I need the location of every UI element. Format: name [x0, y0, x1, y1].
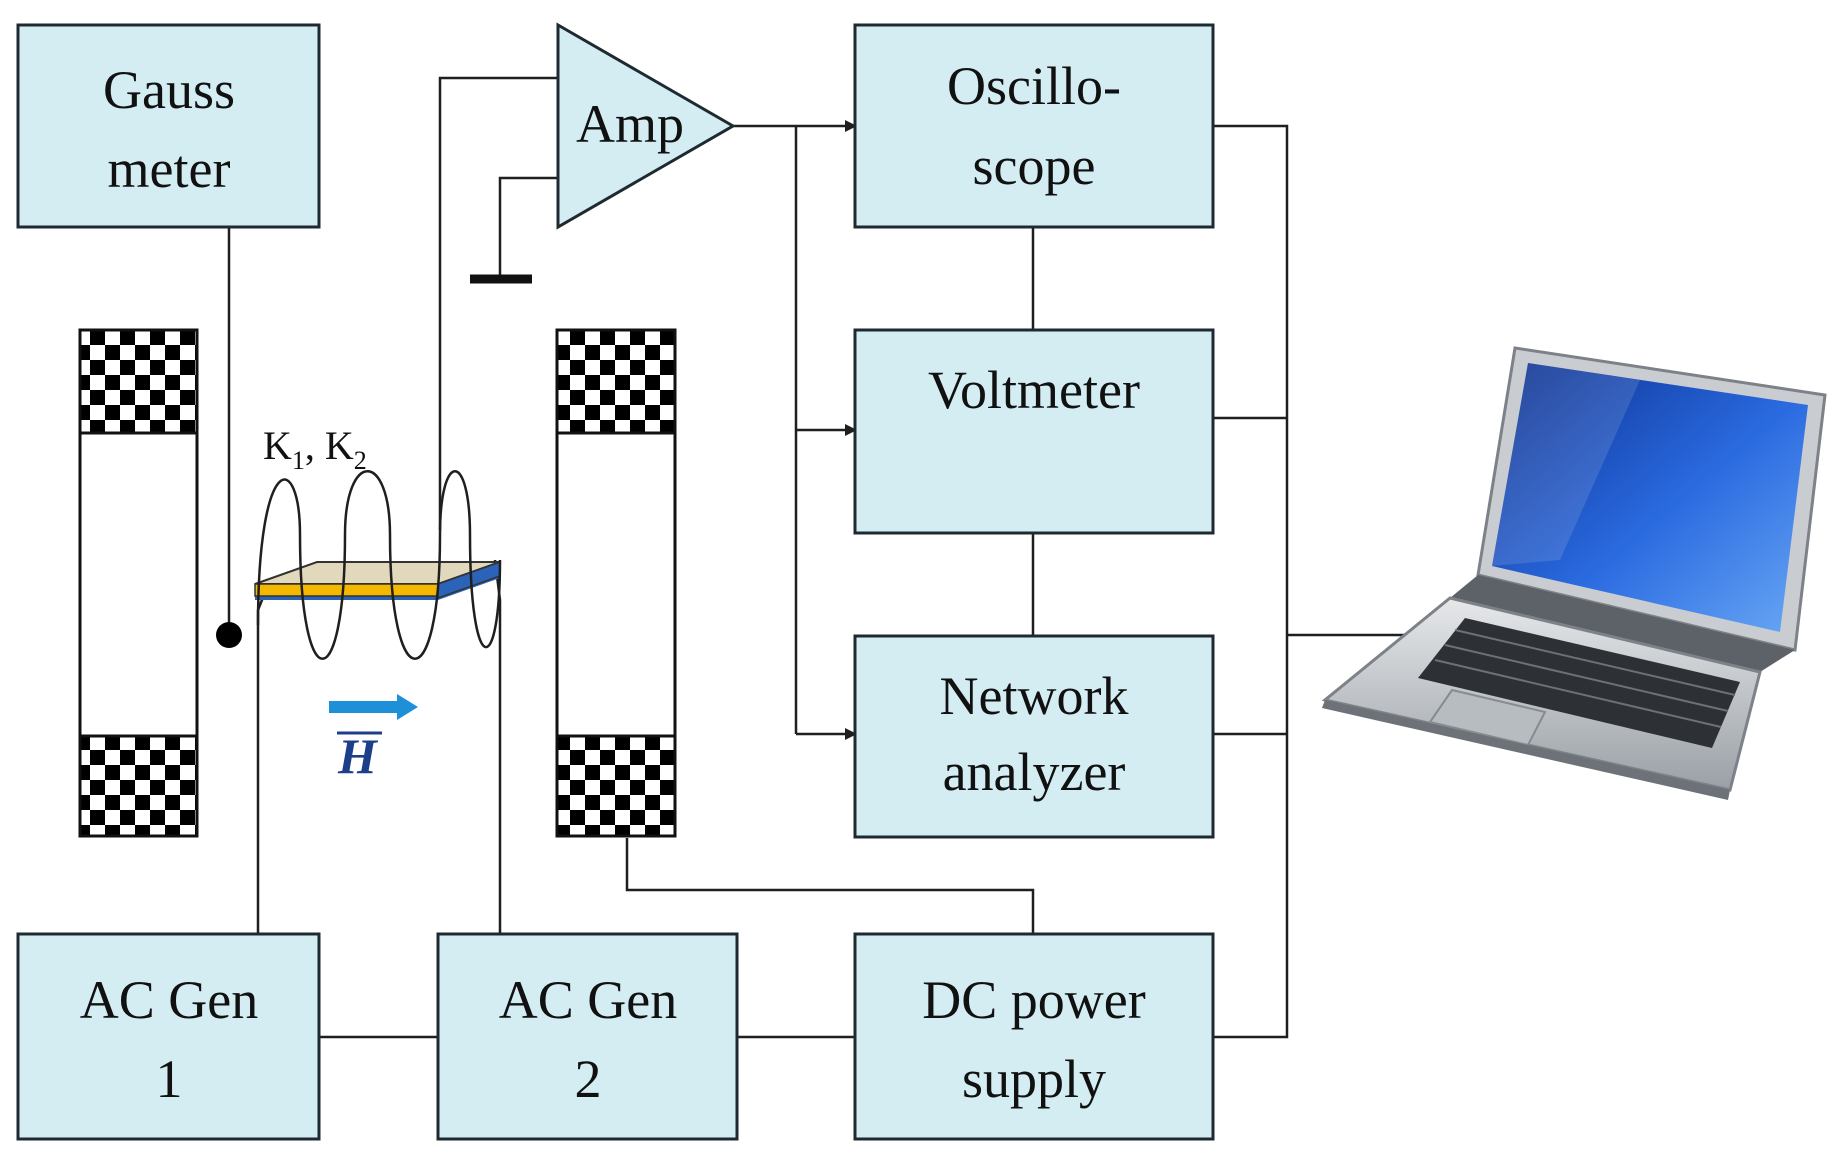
svg-text:Amp: Amp	[576, 94, 684, 154]
sample-assembly	[254, 470, 502, 660]
network-analyzer-block: Network analyzer	[853, 634, 1215, 839]
svg-text:DC power: DC power	[922, 970, 1145, 1030]
svg-text:analyzer: analyzer	[943, 742, 1126, 802]
acgen1-to-excitation-wire	[256, 584, 270, 934]
voltmeter-block: Voltmeter	[853, 328, 1215, 535]
dc-to-coil-wire	[625, 838, 1035, 934]
gauss-meter-block: Gauss meter	[16, 23, 321, 229]
left-coil	[78, 328, 199, 838]
coil-icon	[78, 328, 677, 838]
svg-text:scope: scope	[973, 136, 1096, 196]
right-coil	[555, 328, 677, 838]
svg-text:AC Gen: AC Gen	[80, 970, 258, 1030]
svg-text:Voltmeter: Voltmeter	[928, 360, 1140, 420]
svg-text:2: 2	[575, 1049, 602, 1109]
ac-gen-1-block: AC Gen 1	[16, 932, 321, 1141]
computer-bus	[1213, 124, 1289, 1039]
oscilloscope-block: Oscillo- scope	[853, 23, 1215, 229]
dc-power-supply-block: DC power supply	[853, 932, 1215, 1141]
gauss-probe-tip	[216, 622, 242, 648]
field-label: H	[337, 728, 379, 784]
amp-ground-wire	[498, 176, 558, 278]
svg-text:Gauss: Gauss	[103, 60, 235, 120]
sample-label: K1, K2	[263, 423, 367, 475]
amplifier-block: Amp	[556, 22, 737, 230]
laptop-touchpad	[1428, 688, 1547, 747]
field-arrow	[329, 694, 418, 720]
svg-text:1: 1	[156, 1049, 183, 1109]
wiring	[216, 76, 1420, 1039]
svg-text:AC Gen: AC Gen	[499, 970, 677, 1030]
svg-text:Network: Network	[940, 666, 1129, 726]
pickup-to-amp-wire	[438, 76, 558, 530]
ac-gen-2-block: AC Gen 2	[436, 932, 739, 1141]
pickup-coil	[256, 470, 502, 660]
laptop-icon	[1321, 346, 1827, 800]
laptop-screen	[1492, 363, 1808, 632]
svg-text:Oscillo-: Oscillo-	[947, 56, 1121, 116]
svg-text:meter: meter	[108, 139, 231, 199]
svg-text:supply: supply	[962, 1049, 1106, 1109]
